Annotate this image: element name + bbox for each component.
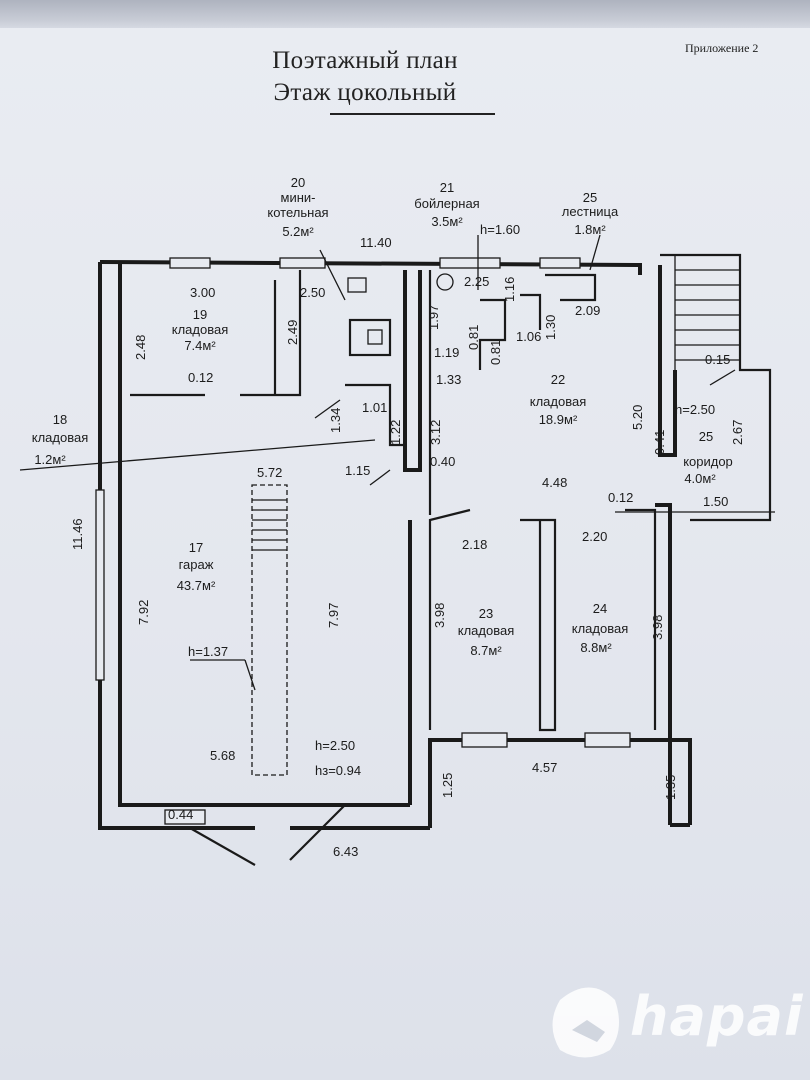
dim-0-41: 0.41 bbox=[652, 430, 667, 455]
room-17-number: 17 bbox=[189, 540, 203, 555]
dim-4-57: 4.57 bbox=[532, 760, 557, 775]
dimension-labels: 11.40 3.00 2.50 h=1.60 2.25 2.09 1.06 1.… bbox=[70, 222, 745, 859]
dim-0-12a: 0.12 bbox=[188, 370, 213, 385]
leader-lines bbox=[19, 234, 775, 691]
room-25b-area: 4.0м² bbox=[684, 471, 716, 486]
dim-0-81b: 0.81 bbox=[488, 340, 503, 365]
room-23-name: кладовая bbox=[458, 623, 515, 638]
dim-3-00: 3.00 bbox=[190, 285, 215, 300]
dim-h-1-37: h=1.37 bbox=[188, 644, 228, 659]
dim-1-22: 1.22 bbox=[388, 420, 403, 445]
interior-walls bbox=[130, 270, 657, 732]
room-25a-area: 1.8м² bbox=[574, 222, 606, 237]
room-19-name: кладовая bbox=[172, 322, 229, 337]
dim-2-49: 2.49 bbox=[285, 320, 300, 345]
dim-7-92: 7.92 bbox=[136, 600, 151, 625]
page-top-shadow bbox=[0, 0, 810, 30]
room-17-area: 43.7м² bbox=[177, 578, 216, 593]
room-21-name: бойлерная bbox=[414, 196, 479, 211]
dim-1-97: 1.97 bbox=[426, 305, 441, 330]
dim-1-19: 1.19 bbox=[434, 345, 459, 360]
room-22-name: кладовая bbox=[530, 394, 587, 409]
dim-0-40: 0.40 bbox=[430, 454, 455, 469]
room-21-number: 21 bbox=[440, 180, 454, 195]
boiler-fixtures bbox=[347, 273, 454, 357]
appendix-label: Приложение 2 bbox=[685, 41, 759, 55]
dim-1-01: 1.01 bbox=[362, 400, 387, 415]
dim-6-43: 6.43 bbox=[333, 844, 358, 859]
dim-3-98a: 3.98 bbox=[432, 603, 447, 628]
room-21-area: 3.5м² bbox=[431, 214, 463, 229]
room-19-area: 7.4м² bbox=[184, 338, 216, 353]
room-20-name1: мини- bbox=[281, 190, 316, 205]
dim-1-30: 1.30 bbox=[543, 315, 558, 340]
dim-2-18: 2.18 bbox=[462, 537, 487, 552]
dim-11-46: 11.46 bbox=[70, 518, 85, 550]
dim-5-72: 5.72 bbox=[257, 465, 282, 480]
dim-1-06: 1.06 bbox=[516, 329, 541, 344]
dim-hz-0-94: hз=0.94 bbox=[315, 763, 361, 778]
dim-1-16: 1.16 bbox=[502, 277, 517, 302]
room-24-number: 24 bbox=[593, 601, 607, 616]
dim-1-34: 1.34 bbox=[328, 408, 343, 433]
dim-3-12: 3.12 bbox=[428, 420, 443, 445]
dim-5-20: 5.20 bbox=[630, 405, 645, 430]
dim-0-15: 0.15 bbox=[705, 352, 730, 367]
dim-1-25: 1.25 bbox=[440, 773, 455, 798]
windows bbox=[95, 257, 631, 825]
room-18-area: 1.2м² bbox=[34, 452, 66, 467]
room-20-area: 5.2м² bbox=[282, 224, 314, 239]
room-25b-number: 25 bbox=[699, 429, 713, 444]
dim-3-98b: 3.98 bbox=[650, 615, 665, 640]
watermark-logo-mark bbox=[552, 987, 619, 1058]
room-18-number: 18 bbox=[53, 412, 67, 427]
dim-h-1-60: h=1.60 bbox=[480, 222, 520, 237]
dim-1-33: 1.33 bbox=[436, 372, 461, 387]
dim-h-2-50b: h=2.50 bbox=[675, 402, 715, 417]
room-24-name: кладовая bbox=[572, 621, 629, 636]
room-25a-name: лестница bbox=[562, 204, 619, 219]
dim-4-48: 4.48 bbox=[542, 475, 567, 490]
dim-2-20: 2.20 bbox=[582, 529, 607, 544]
room-22-area: 18.9м² bbox=[539, 412, 578, 427]
room-labels: 20 мини- котельная 5.2м² 21 бойлерная 3.… bbox=[32, 175, 733, 658]
dim-1-50: 1.50 bbox=[703, 494, 728, 509]
room-18-name: кладовая bbox=[32, 430, 89, 445]
dim-1-15: 1.15 bbox=[345, 463, 370, 478]
floor-title: Этаж цокольный bbox=[273, 79, 457, 106]
dim-2-50a: 2.50 bbox=[300, 285, 325, 300]
dim-2-67: 2.67 bbox=[730, 420, 745, 445]
room-19-number: 19 bbox=[193, 307, 207, 322]
exterior-stairs bbox=[660, 253, 772, 522]
room-17-name: гараж bbox=[179, 557, 214, 572]
room-25b-name: коридор bbox=[683, 454, 733, 469]
dim-2-09: 2.09 bbox=[575, 303, 600, 318]
dim-11-40: 11.40 bbox=[360, 235, 392, 250]
room-20-name2: котельная bbox=[267, 205, 328, 220]
room-23-area: 8.7м² bbox=[470, 643, 502, 658]
dim-2-25: 2.25 bbox=[464, 274, 489, 289]
dim-2-48: 2.48 bbox=[133, 335, 148, 360]
title-underline bbox=[330, 113, 495, 115]
room-25a-number: 25 bbox=[583, 190, 597, 205]
dim-7-97: 7.97 bbox=[326, 603, 341, 628]
room-22-number: 22 bbox=[551, 372, 565, 387]
dim-0-81a: 0.81 bbox=[466, 325, 481, 350]
watermark-brand-text: hapai bbox=[630, 985, 804, 1048]
room-24-area: 8.8м² bbox=[580, 640, 612, 655]
paper-sheet bbox=[0, 28, 810, 1080]
entrance-lines bbox=[189, 804, 346, 866]
garage-ramp bbox=[251, 484, 288, 776]
room-23-number: 23 bbox=[479, 606, 493, 621]
dim-h-2-50: h=2.50 bbox=[315, 738, 355, 753]
dim-0-12b: 0.12 bbox=[608, 490, 633, 505]
dim-0-44: 0.44 bbox=[168, 807, 193, 822]
room-20-number: 20 bbox=[291, 175, 305, 190]
plan-title: Поэтажный план bbox=[272, 47, 458, 74]
dim-5-68: 5.68 bbox=[210, 748, 235, 763]
dim-1-35: 1.35 bbox=[663, 775, 678, 800]
